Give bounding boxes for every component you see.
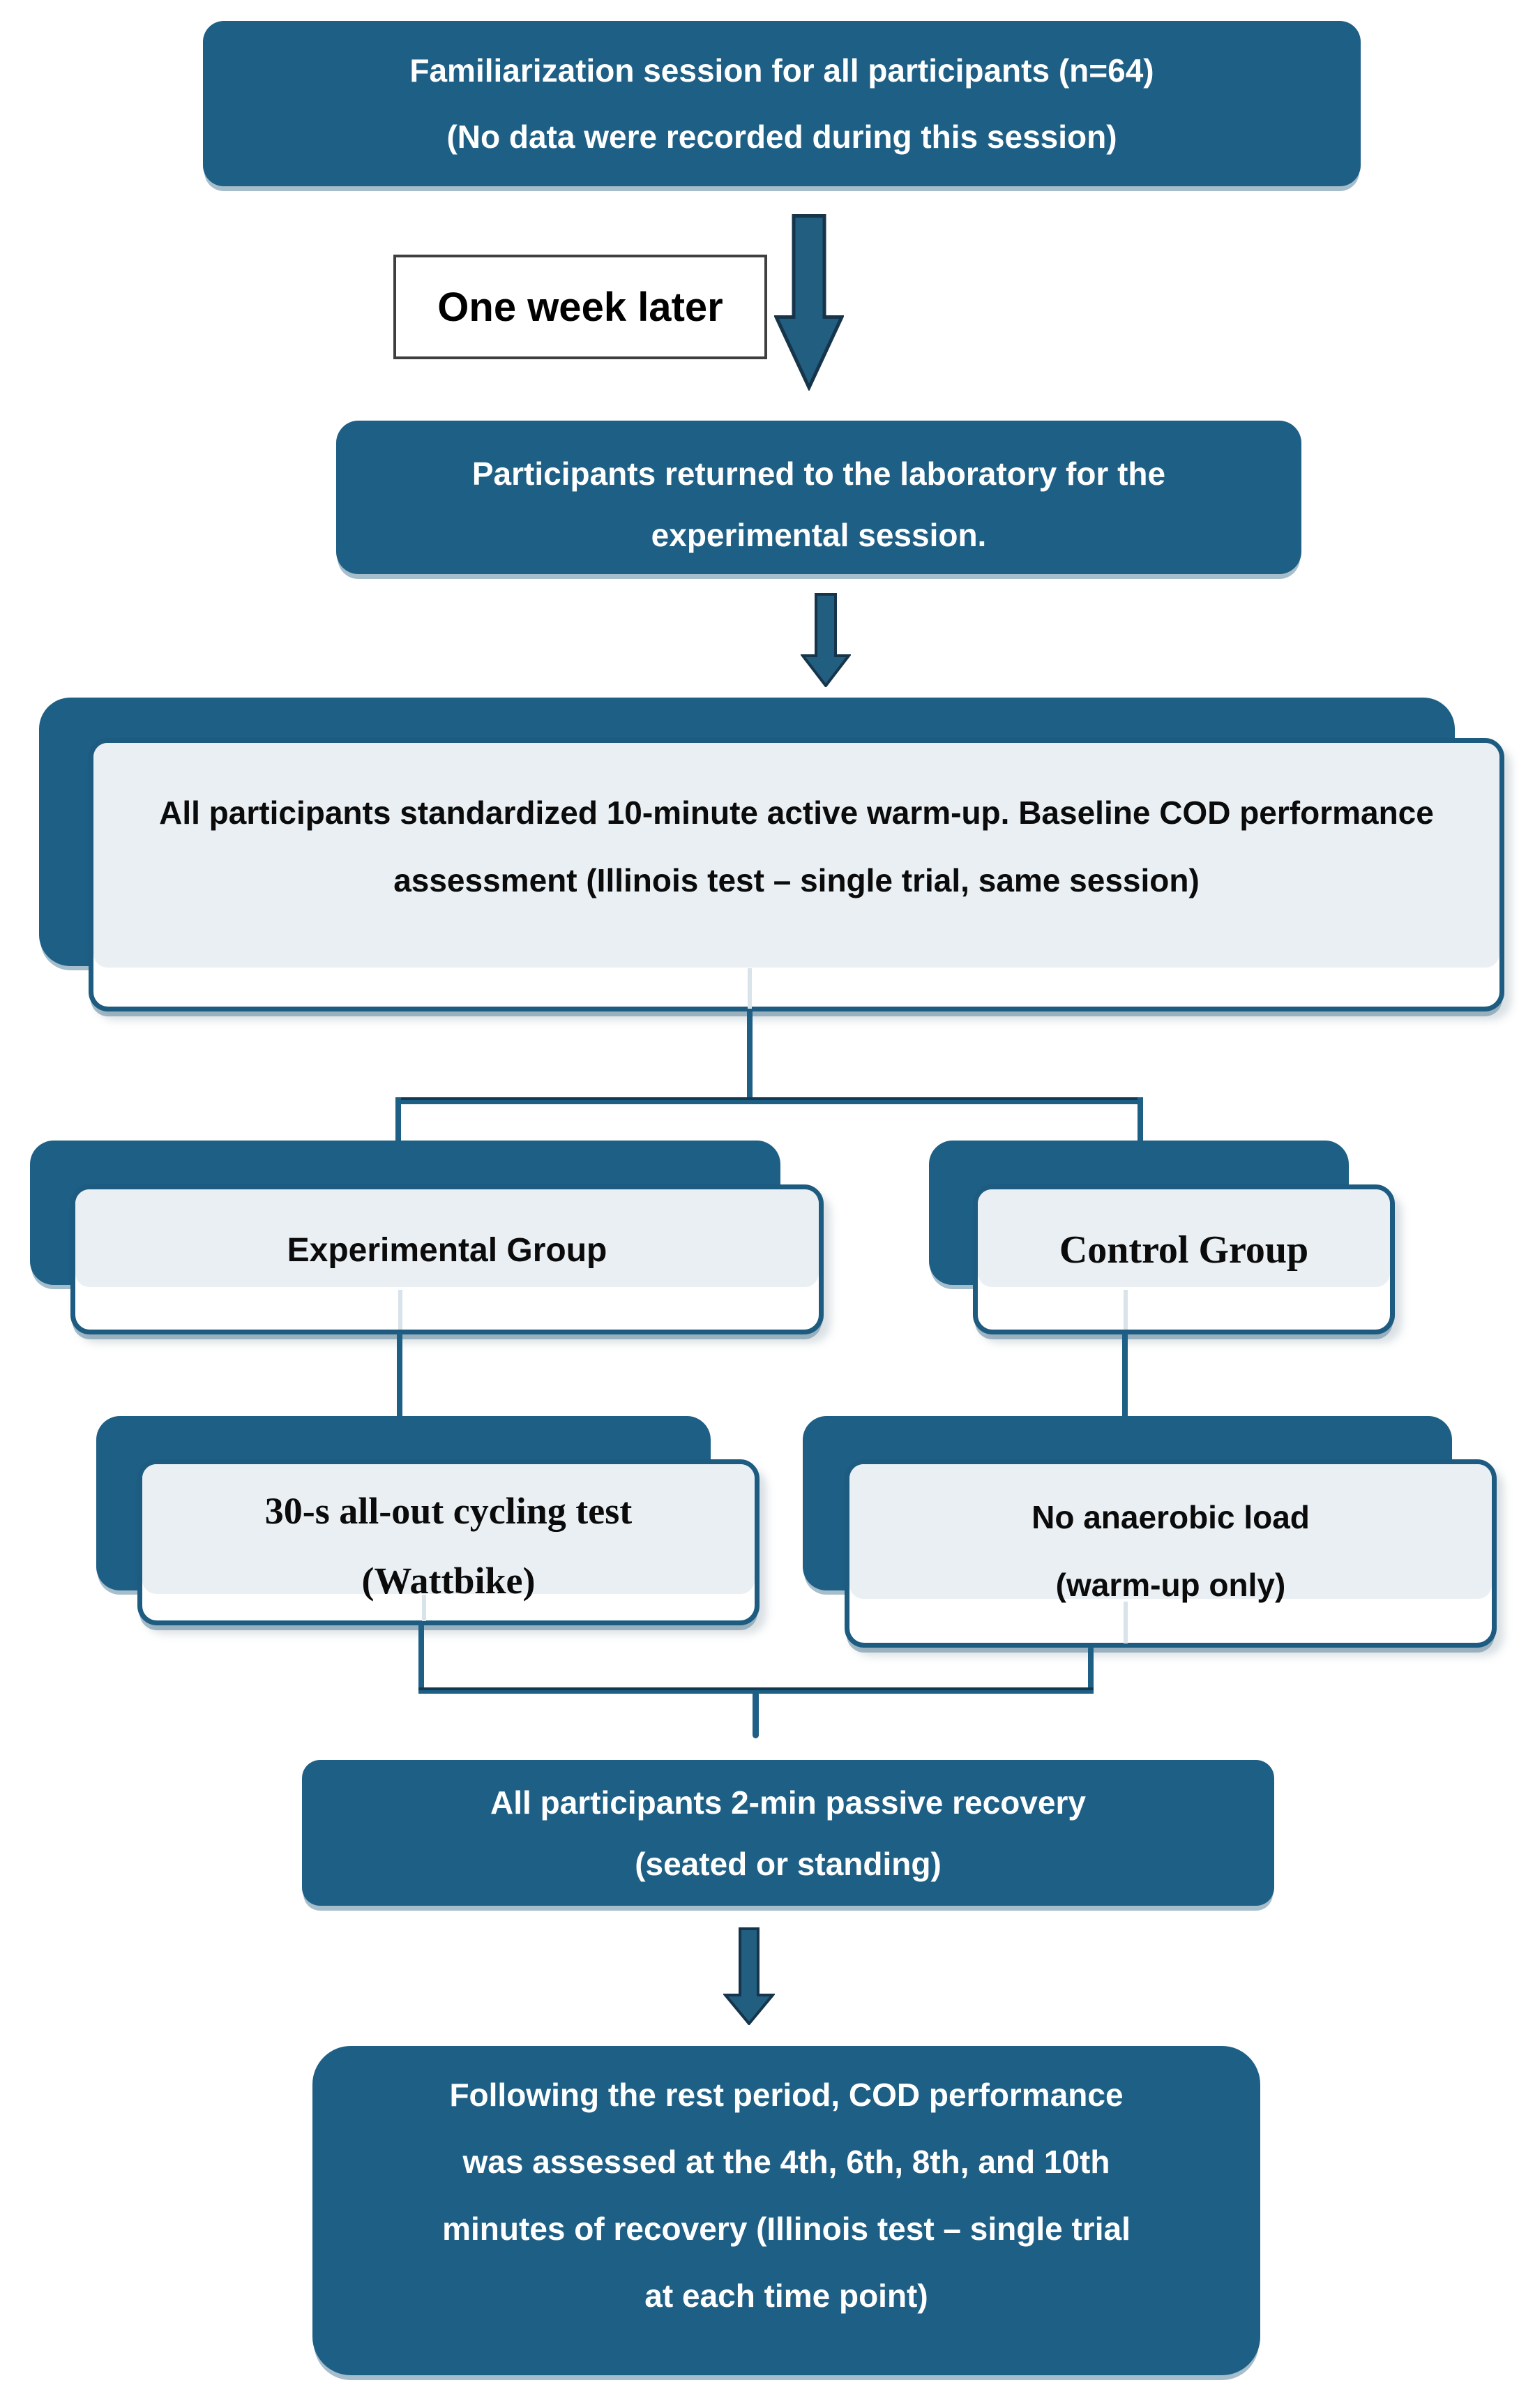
node-line: minutes of recovery (Illinois test – sin… (442, 2211, 1131, 2247)
node-line: at each time point) (644, 2278, 928, 2314)
bracket-right-vertical (1088, 1646, 1094, 1694)
down-block-arrow-icon (774, 213, 844, 391)
node-control-group-panel (978, 1189, 1390, 1287)
node-line: Familiarization session for all particip… (409, 52, 1154, 89)
node-cycling-test-panel (142, 1464, 755, 1594)
connector-experimental-cycling (397, 1333, 402, 1419)
node-returned: Participants returned to the laboratory … (336, 421, 1301, 574)
connector-through-experimental (398, 1290, 402, 1330)
down-block-arrow-icon (723, 1927, 775, 2025)
node-warmup-panel (93, 743, 1499, 968)
down-block-arrow-icon (801, 593, 851, 687)
node-cycling-test: 30-s all-out cycling test (Wattbike) (137, 1459, 760, 1625)
node-line: Participants returned to the laboratory … (471, 456, 1166, 492)
node-line: Following the rest period, COD performan… (449, 2077, 1124, 2113)
connector-split-horizontal (395, 1097, 1143, 1104)
node-experimental-group: Experimental Group (70, 1184, 824, 1334)
node-cycling-test-text: 30-s all-out cycling test (Wattbike) (142, 1476, 755, 1616)
node-line: (warm-up only) (1055, 1567, 1286, 1603)
node-line: All participants standardized 10-minute … (159, 795, 1010, 831)
node-no-load: No anaerobic load (warm-up only) (845, 1459, 1497, 1648)
node-line: experimental session. (651, 517, 987, 553)
node-recovery: All participants 2-min passive recovery … (302, 1760, 1274, 1906)
node-line: No anaerobic load (1031, 1499, 1310, 1535)
node-experimental-group-panel (75, 1189, 819, 1287)
one-week-later-box: One week later (393, 255, 767, 359)
connector-split-left (395, 1097, 401, 1146)
node-line: (No data were recorded during this sessi… (446, 118, 1117, 155)
connector-through-control (1124, 1290, 1128, 1330)
node-no-load-panel (849, 1464, 1492, 1599)
bracket-left-vertical (418, 1621, 424, 1694)
node-line: (Wattbike) (361, 1560, 536, 1602)
node-control-group: Control Group (973, 1184, 1395, 1334)
node-line: was assessed at the 4th, 6th, 8th, and 1… (462, 2144, 1110, 2180)
node-line: Experimental Group (287, 1232, 607, 1269)
node-line: All participants 2-min passive recovery (490, 1784, 1086, 1821)
node-line: 30-s all-out cycling test (264, 1490, 633, 1532)
node-final-assessment: Following the rest period, COD performan… (312, 2046, 1260, 2375)
node-experimental-group-text: Experimental Group (75, 1230, 819, 1272)
bracket-horizontal (418, 1687, 1094, 1694)
connector-through-noload (1124, 1602, 1128, 1643)
node-warmup-text: All participants standardized 10-minute … (93, 779, 1499, 915)
one-week-later-label: One week later (437, 284, 723, 330)
node-line: (seated or standing) (635, 1845, 942, 1882)
node-familiarization: Familiarization session for all particip… (203, 21, 1361, 186)
node-warmup: All participants standardized 10-minute … (89, 738, 1504, 1011)
connector-split-right (1138, 1097, 1143, 1146)
connector-through-cycling (422, 1595, 426, 1621)
node-line: same session) (978, 862, 1200, 898)
bracket-center-tail (753, 1694, 759, 1738)
connector-through-warmup (748, 968, 752, 1009)
node-control-group-text: Control Group (978, 1228, 1390, 1272)
node-line: Control Group (1059, 1228, 1309, 1272)
node-line: Baseline COD performance assessment (Ill… (393, 795, 1434, 898)
connector-control-noload (1122, 1333, 1128, 1419)
connector-warmup-split (747, 1011, 753, 1103)
node-no-load-text: No anaerobic load (warm-up only) (849, 1484, 1492, 1619)
